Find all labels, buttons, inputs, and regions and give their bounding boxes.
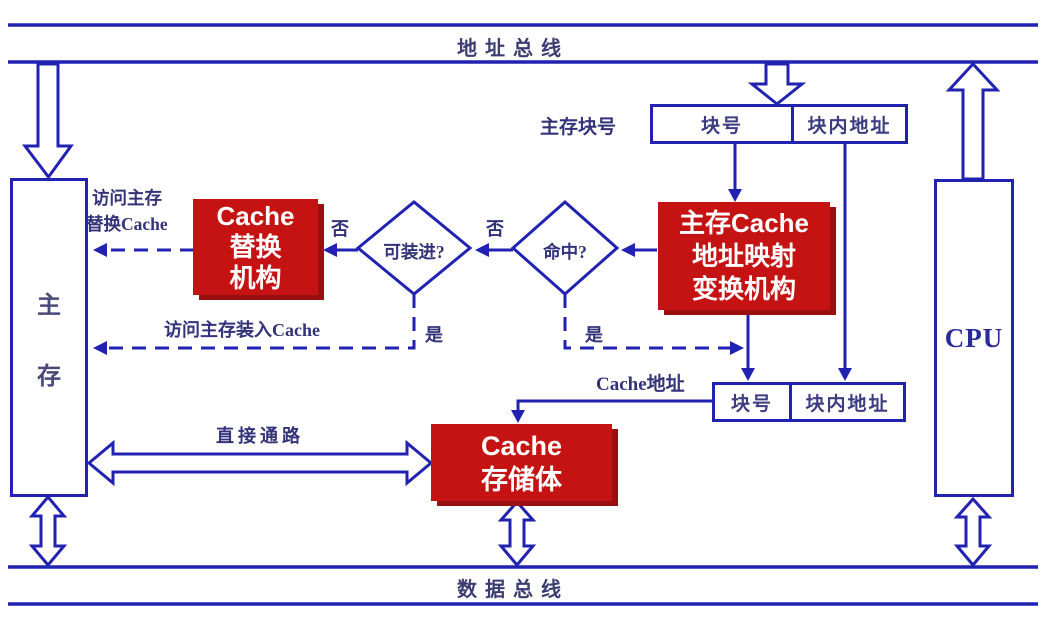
cache-replace-line1: Cache bbox=[216, 200, 295, 231]
hit-no-label: 否 bbox=[486, 219, 504, 239]
mapping-to-hit-arrowhead bbox=[621, 243, 635, 257]
cache-register-to-storage-line bbox=[516, 399, 712, 412]
decision-hit-label: 命中? bbox=[543, 242, 587, 262]
direct-path-arrow bbox=[86, 439, 434, 487]
cache-replace-line3: 机构 bbox=[229, 262, 282, 293]
cpu-to-bus-arrow bbox=[945, 61, 1001, 181]
cache-register-to-storage-arrowhead bbox=[511, 410, 525, 423]
cache-register-block-number: 块号 bbox=[730, 393, 773, 415]
load-into-cache-label: 访问主存装入Cache bbox=[164, 320, 320, 340]
cache-address-register: 块号 块内地址 bbox=[712, 382, 906, 422]
address-mapping-line2: 地址映射 bbox=[691, 240, 796, 271]
address-bus-label: 地址总线 bbox=[457, 38, 569, 60]
hit-diamond bbox=[510, 199, 620, 297]
cpu-label: CPU bbox=[944, 322, 1004, 353]
hit-yes-dashed bbox=[563, 294, 732, 350]
cache-register-inblock-address: 块内地址 bbox=[789, 385, 903, 419]
loadable-yes-arrowhead bbox=[93, 341, 107, 355]
cache-storage-line1: Cache bbox=[480, 430, 563, 461]
cache-storage-line2: 存储体 bbox=[481, 464, 562, 495]
main-memory-data-bus-arrow bbox=[28, 494, 68, 568]
blockno-to-mapping-arrowhead bbox=[728, 189, 742, 202]
hit-yes-label: 是 bbox=[585, 325, 603, 345]
cache-replace-unit-box: Cache 替换 机构 bbox=[193, 199, 318, 295]
main-memory-box: 主 存 bbox=[10, 178, 88, 497]
address-mapping-line3: 变换机构 bbox=[691, 273, 796, 304]
mapping-to-cache-register-arrowhead bbox=[741, 368, 755, 381]
visit-main-label: 访问主存 bbox=[92, 188, 162, 208]
main-register-caption: 主存块号 bbox=[540, 117, 617, 138]
bus-to-main-memory-arrow bbox=[21, 62, 74, 180]
hit-yes-arrowhead bbox=[730, 341, 744, 355]
cache-register-caption: Cache地址 bbox=[596, 374, 685, 395]
inblock-addr-arrowhead bbox=[838, 368, 852, 381]
direct-path-label: 直接通路 bbox=[216, 426, 304, 446]
cpu-data-bus-arrow bbox=[953, 496, 993, 568]
cache-replace-line2: 替换 bbox=[229, 231, 282, 262]
main-register-block-number: 块号 bbox=[700, 115, 743, 137]
loadable-no-label: 否 bbox=[331, 219, 349, 239]
main-memory-char-2: 存 bbox=[37, 363, 61, 390]
data-bus-label: 数据总线 bbox=[457, 579, 569, 601]
loadable-yes-label: 是 bbox=[425, 325, 443, 345]
cpu-box: CPU bbox=[934, 179, 1014, 497]
cache-storage-data-bus-arrow bbox=[497, 499, 537, 568]
main-register-inblock-address: 块内地址 bbox=[791, 107, 905, 141]
bus-to-register-arrow bbox=[747, 62, 807, 106]
hit-to-loadable-arrowhead bbox=[475, 243, 489, 257]
cache-storage-box: Cache 存储体 bbox=[431, 424, 612, 501]
loadable-yes-dashed bbox=[106, 294, 416, 350]
loadable-to-replace-arrowhead bbox=[323, 243, 337, 257]
loadable-diamond bbox=[355, 200, 473, 296]
address-mapping-unit-box: 主存Cache 地址映射 变换机构 bbox=[658, 202, 830, 310]
replace-to-main-arrowhead bbox=[93, 243, 107, 257]
main-memory-char-1: 主 bbox=[37, 292, 61, 319]
replace-cache-label: 替换Cache bbox=[86, 214, 168, 234]
address-mapping-line1: 主存Cache bbox=[678, 207, 810, 238]
decision-loadable-label: 可装进? bbox=[383, 242, 445, 262]
main-address-register: 块号 块内地址 bbox=[650, 104, 908, 144]
